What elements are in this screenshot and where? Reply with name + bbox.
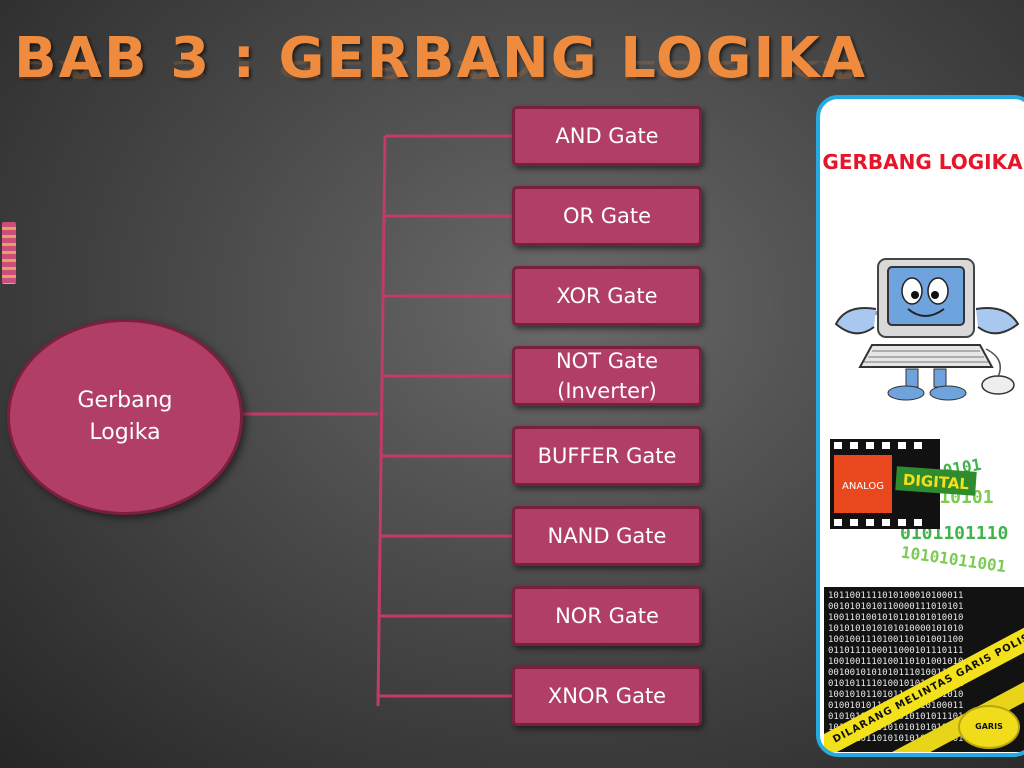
svg-text:10101011001: 10101011001 (900, 543, 1008, 577)
gate-node: OR Gate (512, 186, 702, 246)
film-label-analog: ANALOG (842, 481, 884, 492)
computer-mascot-icon (834, 258, 1020, 401)
film-strip-icon: 0101010101 101010101 0101101110 10101011… (830, 439, 1008, 577)
gate-node: XOR Gate (512, 266, 702, 326)
side-panel: GERBANG LOGIKA 0101010101 101010101 0101… (816, 95, 1024, 757)
police-tape-roll: GARIS POLISI (958, 705, 1020, 749)
slide-title: BAB 3 : GERBANG LOGIKA (14, 26, 868, 91)
binary-code-icon: 1011001111010100010100011 00101010101100… (824, 587, 1024, 752)
gate-node: NAND Gate (512, 506, 702, 566)
side-panel-title: GERBANG LOGIKA (822, 150, 1023, 174)
gate-node: BUFFER Gate (512, 426, 702, 486)
gate-node: XNOR Gate (512, 666, 702, 726)
film-label-digital: DIGITAL (902, 471, 970, 494)
root-node: Gerbang Logika (7, 319, 243, 515)
decorative-strip (2, 222, 16, 284)
gate-node: AND Gate (512, 106, 702, 166)
gate-node: NOR Gate (512, 586, 702, 646)
trunk-line (376, 135, 387, 707)
root-node-label: Gerbang Logika (77, 388, 173, 445)
branch-lines (378, 134, 512, 698)
gate-node: NOT Gate (Inverter) (512, 346, 702, 406)
